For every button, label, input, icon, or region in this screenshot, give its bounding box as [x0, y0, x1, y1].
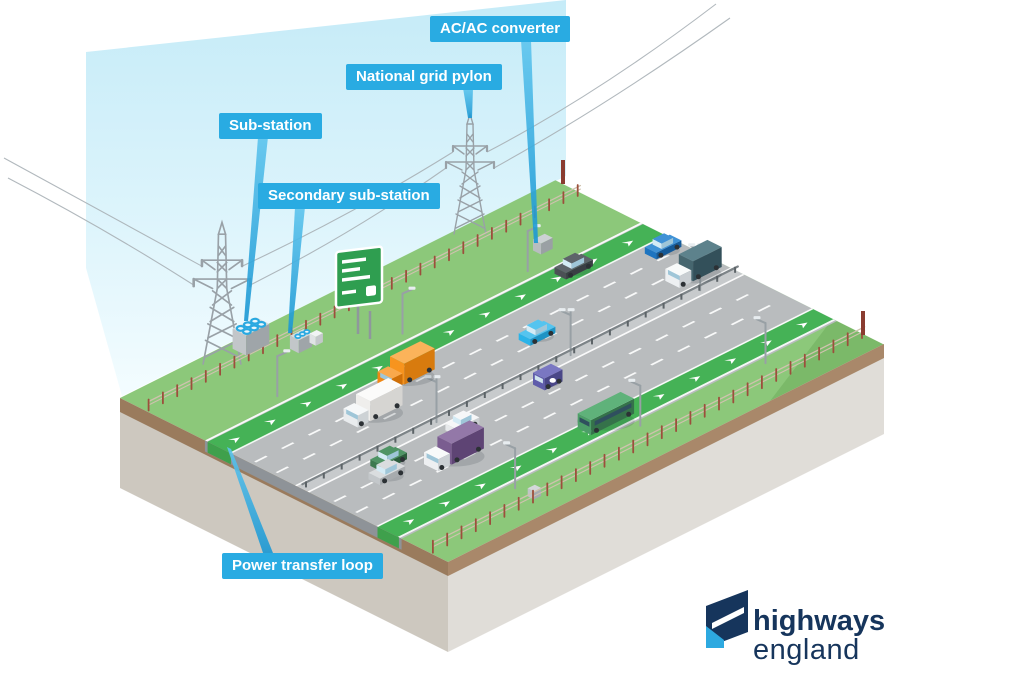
power-loop-lane-far — [207, 224, 667, 454]
substation-cabinets — [232, 233, 553, 500]
loop-cut-section-far — [207, 441, 231, 465]
motorway-sign — [334, 245, 384, 339]
callout-sub-station: Sub-station — [219, 113, 322, 139]
fence-near-verge — [431, 325, 866, 554]
highways-england-logo: highways england — [706, 590, 885, 666]
vehicles — [343, 233, 722, 486]
embankment — [769, 318, 884, 402]
callout-power-transfer-loop: Power transfer loop — [222, 553, 383, 579]
leader-power-transfer-loop — [227, 447, 273, 553]
median-barrier — [301, 265, 739, 488]
power-lines — [3, 3, 731, 286]
leader-national-grid-pylon — [463, 88, 473, 118]
logo-flag-icon — [706, 590, 748, 648]
terrain-cut-faces — [120, 344, 884, 652]
callout-national-grid-pylon: National grid pylon — [346, 64, 502, 90]
marker-posts — [561, 160, 865, 335]
leader-secondary-sub-station — [288, 207, 305, 333]
callout-ac-ac-converter: AC/AC converter — [430, 16, 571, 42]
logo-text-england: england — [753, 634, 860, 666]
loop-cut-section-near — [377, 526, 399, 549]
logo-text-highways: highways — [753, 605, 885, 637]
callout-secondary-sub-station: Secondary sub-station — [258, 183, 440, 209]
road-cut-section — [204, 440, 402, 550]
leader-ac-converter — [521, 40, 538, 243]
central-reservation — [296, 268, 745, 493]
road-edge-lines — [204, 222, 836, 538]
